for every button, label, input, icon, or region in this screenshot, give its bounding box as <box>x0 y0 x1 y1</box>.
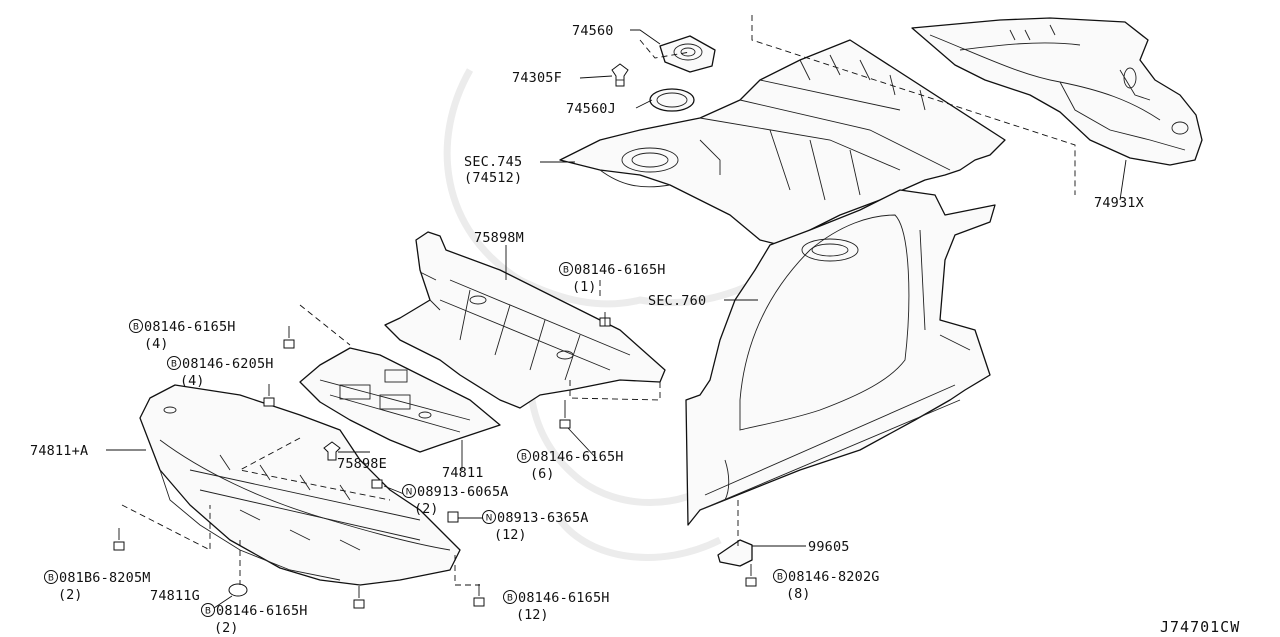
svg-text:74811: 74811 <box>442 465 484 481</box>
svg-text:(6): (6) <box>530 466 554 482</box>
heat-insulator-74931x[interactable] <box>911 17 1203 166</box>
svg-text:75898E: 75898E <box>337 456 387 472</box>
svg-text:(12): (12) <box>516 607 549 623</box>
bolt-mark-icon: B <box>777 573 783 583</box>
bolt-mark-icon: B <box>205 607 211 617</box>
fastener-callout-n2[interactable]: N 08913-6065A (2) <box>402 484 509 517</box>
svg-text:74305F: 74305F <box>512 70 562 86</box>
diagram-code: J74701CW <box>1160 618 1240 636</box>
bolt-mark-icon: B <box>133 323 139 333</box>
fastener-callout-b2b[interactable]: B 08146-6165H (2) <box>201 603 308 636</box>
svg-text:75898M: 75898M <box>474 230 524 246</box>
bolt-mark-icon: B <box>507 594 513 604</box>
center-under-cover-74811[interactable] <box>299 347 501 453</box>
svg-text:(8): (8) <box>786 586 810 602</box>
fastener-callout-b8[interactable]: B 08146-8202G (8) <box>773 569 880 602</box>
fastener-callout-b12[interactable]: B 08146-6165H (12) <box>503 590 610 623</box>
svg-text:SEC.760: SEC.760 <box>648 293 706 309</box>
bolt-mark-icon: B <box>48 574 54 584</box>
svg-text:081B6-8205M: 081B6-8205M <box>59 570 151 586</box>
bolt-mark-icon: B <box>563 266 569 276</box>
bolt-icon <box>599 312 611 327</box>
bolt-mark-icon: B <box>521 453 527 463</box>
svg-text:SEC.745: SEC.745 <box>464 154 522 170</box>
nut-icon <box>371 479 383 489</box>
callout-74811a[interactable]: 74811+A <box>30 443 88 459</box>
callout-sec745[interactable]: SEC.745 (74512) <box>464 154 522 186</box>
nut-mark-icon: N <box>486 514 493 524</box>
svg-text:08146-6165H: 08146-6165H <box>574 262 666 278</box>
clip-74305f[interactable] <box>611 63 629 87</box>
callout-99605[interactable]: 99605 <box>808 539 850 555</box>
callout-75898m[interactable]: 75898M <box>474 230 524 246</box>
bolt-icon <box>113 528 125 551</box>
svg-text:08913-6365A: 08913-6365A <box>497 510 589 526</box>
fastener-callout-n12[interactable]: N 08913-6365A (12) <box>482 510 589 543</box>
fastener-callout-b1[interactable]: B 08146-6165H (1) <box>559 262 666 295</box>
svg-text:(4): (4) <box>144 336 168 352</box>
fastener-callout-b4b[interactable]: B 08146-6205H (4) <box>167 356 274 389</box>
svg-text:74931X: 74931X <box>1094 195 1144 211</box>
svg-text:(74512): (74512) <box>464 170 522 186</box>
svg-text:74560: 74560 <box>572 23 614 39</box>
svg-text:74560J: 74560J <box>566 101 616 117</box>
svg-text:(4): (4) <box>180 373 204 389</box>
fastener-callout-b6[interactable]: B 08146-6165H (6) <box>517 449 624 482</box>
callout-74305f[interactable]: 74305F <box>512 70 562 86</box>
svg-text:(2): (2) <box>214 620 238 636</box>
callout-74931x[interactable]: 74931X <box>1094 195 1144 211</box>
svg-text:08146-6165H: 08146-6165H <box>518 590 610 606</box>
callout-74811[interactable]: 74811 <box>442 465 484 481</box>
bracket-99605[interactable] <box>717 539 753 567</box>
svg-text:(1): (1) <box>572 279 596 295</box>
callout-74560[interactable]: 74560 <box>572 23 614 39</box>
bolt-icon <box>745 564 757 587</box>
body-side-section-760[interactable] <box>685 189 996 526</box>
svg-text:08913-6065A: 08913-6065A <box>417 484 509 500</box>
callout-74560j[interactable]: 74560J <box>566 101 616 117</box>
svg-text:(2): (2) <box>58 587 82 603</box>
leader-lines <box>106 29 1127 609</box>
rear-under-cover-75898m[interactable] <box>384 231 666 409</box>
callout-sec760[interactable]: SEC.760 <box>648 293 706 309</box>
bolt-icon <box>353 586 365 609</box>
svg-text:74811+A: 74811+A <box>30 443 88 459</box>
svg-text:74811G: 74811G <box>150 588 200 604</box>
svg-text:08146-6205H: 08146-6205H <box>182 356 274 372</box>
svg-text:08146-6165H: 08146-6165H <box>532 449 624 465</box>
svg-text:(2): (2) <box>414 501 438 517</box>
bolt-icon <box>559 400 571 429</box>
fastener-callout-b2a[interactable]: B 081B6-8205M (2) <box>44 570 151 603</box>
svg-text:(12): (12) <box>494 527 527 543</box>
alignment-lines <box>121 15 1076 586</box>
svg-text:08146-8202G: 08146-8202G <box>788 569 880 585</box>
svg-text:99605: 99605 <box>808 539 850 555</box>
bolt-icon <box>263 384 275 407</box>
svg-text:08146-6165H: 08146-6165H <box>144 319 236 335</box>
bolt-icons <box>113 312 757 609</box>
bolt-icon <box>283 326 295 349</box>
svg-text:08146-6165H: 08146-6165H <box>216 603 308 619</box>
callout-74811g[interactable]: 74811G <box>150 588 200 604</box>
front-under-cover-74811a[interactable] <box>139 384 461 586</box>
clip-icon <box>323 441 341 461</box>
callout-75898e[interactable]: 75898E <box>337 456 387 472</box>
bolt-icon <box>473 584 485 607</box>
nut-mark-icon: N <box>406 488 413 498</box>
bolt-mark-icon: B <box>171 360 177 370</box>
grommet-74560[interactable] <box>659 35 716 73</box>
fastener-callout-b4a[interactable]: B 08146-6165H (4) <box>129 319 236 352</box>
nut-icon <box>447 511 459 523</box>
grommet-icon-74811g <box>228 583 248 597</box>
seal-ring-74560j[interactable] <box>649 88 695 112</box>
